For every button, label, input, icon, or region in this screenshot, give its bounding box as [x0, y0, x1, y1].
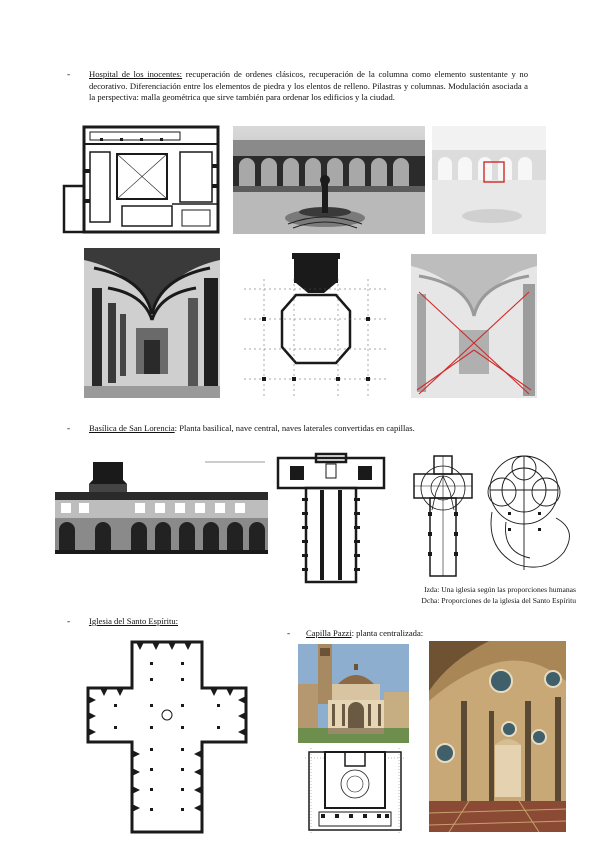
hospital-facade-photo	[233, 126, 425, 234]
bullet-pazzi: -	[287, 629, 291, 639]
lorenzo-title: Basílica de San Lorencia	[89, 423, 175, 433]
proportions-caption-left: Izda: Una iglesia según las proporciones…	[424, 585, 576, 594]
pazzi-chapel-exterior-photo	[298, 644, 409, 743]
lorenzo-text: : Planta basilical, nave central, naves …	[174, 423, 415, 433]
pazzi-text: : planta centralizada:	[351, 628, 424, 638]
loggia-vanishing-lines-photo	[411, 254, 537, 398]
bullet-espiritu: -	[67, 617, 71, 627]
hospital-paragraph: Hospital de los inocentes: recuperación …	[89, 69, 528, 104]
church-proportions-drawings	[406, 452, 578, 580]
pazzi-chapel-floor-plan	[305, 748, 405, 834]
baptistery-grid-drawing	[234, 249, 398, 401]
hospital-module-photo	[432, 126, 546, 234]
pazzi-paragraph: Capilla Pazzi: planta centralizada:	[306, 628, 536, 640]
espiritu-paragraph: Iglesia del Santo Espíritu:	[89, 616, 289, 628]
hospital-title: Hospital de los inocentes:	[89, 69, 183, 79]
hospital-floor-plan-image	[62, 124, 220, 237]
proportions-caption-right: Dcha: Proporciones de la iglesia del San…	[421, 596, 576, 605]
pazzi-chapel-interior-photo	[429, 641, 566, 832]
bullet-lorenzo: -	[67, 424, 71, 434]
pazzi-title: Capilla Pazzi	[306, 628, 352, 638]
san-lorenzo-floor-plan	[276, 452, 386, 584]
san-lorenzo-section-drawing	[55, 458, 268, 554]
loggia-perspective-photo	[84, 248, 220, 398]
santo-espiritu-floor-plan	[84, 638, 250, 836]
hospital-text: recuperación de ordenes clásicos, recupe…	[89, 69, 528, 103]
espiritu-title: Iglesia del Santo Espíritu:	[89, 616, 179, 626]
bullet-hospital: -	[67, 70, 71, 80]
lorenzo-paragraph: Basílica de San Lorencia: Planta basilic…	[89, 423, 529, 435]
